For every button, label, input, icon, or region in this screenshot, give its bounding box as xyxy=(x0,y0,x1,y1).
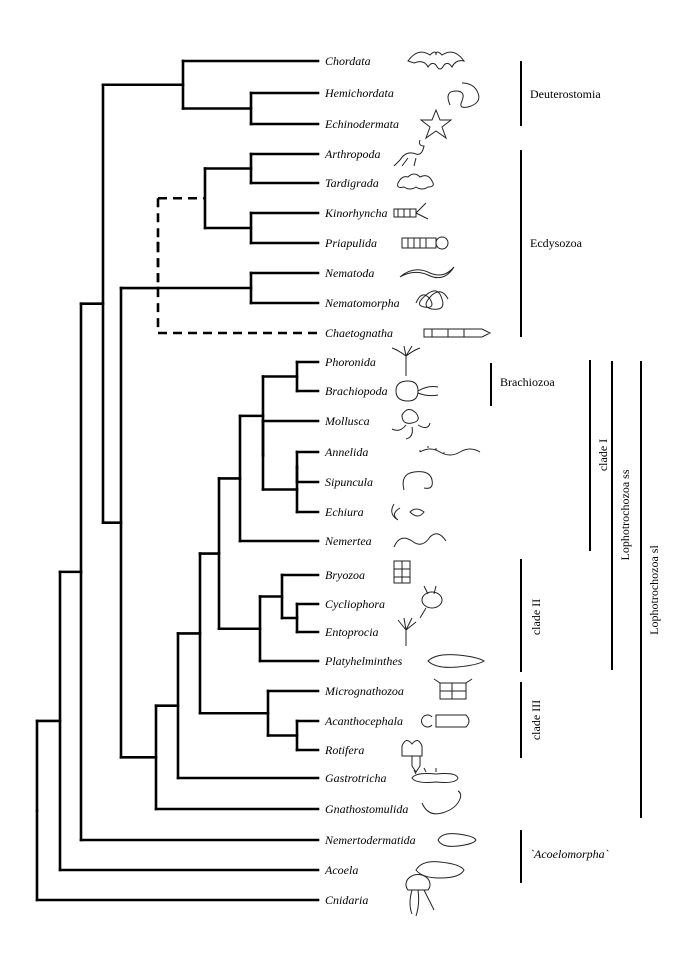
echiuran-icon xyxy=(391,503,425,521)
taxon-label-chordata: Chordata xyxy=(325,54,371,68)
clade-2-label: clade II xyxy=(529,599,543,635)
taxon-label-priapulida: Priapulida xyxy=(324,236,377,250)
arrow-worm-icon xyxy=(423,328,492,338)
group-labels: Deuterostomia Ecdysozoa Brachiozoa clade… xyxy=(500,87,661,861)
nematode-icon xyxy=(399,266,455,279)
scorpion-icon xyxy=(393,139,425,167)
taxon-label-arthropoda: Arthropoda xyxy=(324,147,381,161)
taxon-label-acanthocephala: Acanthocephala xyxy=(324,714,403,728)
acoel-icon xyxy=(415,861,465,879)
flatworm-icon xyxy=(427,654,485,668)
ecdysozoa-label: Ecdysozoa xyxy=(530,236,583,250)
taxon-label-hemichordata: Hemichordata xyxy=(324,86,394,100)
taxon-label-gnathostomulida: Gnathostomulida xyxy=(325,802,408,816)
horsehair-worm-icon xyxy=(415,290,449,310)
taxon-label-bryozoa: Bryozoa xyxy=(325,568,365,582)
clade-1-label: clade I xyxy=(596,439,610,471)
acorn-worm-icon xyxy=(447,82,480,108)
deuterostomia-label: Deuterostomia xyxy=(530,87,601,101)
taxon-label-echiura: Echiura xyxy=(324,505,364,519)
brachiopod-icon xyxy=(395,380,439,402)
gastrotrich-icon xyxy=(411,767,459,783)
taxon-label-sipuncula: Sipuncula xyxy=(325,475,373,489)
taxon-label-entoprocia: Entoprocia xyxy=(324,625,379,639)
gnathostomulid-icon xyxy=(421,790,462,815)
cycliophoran-icon xyxy=(419,585,443,619)
kinorhynch-icon xyxy=(393,202,429,220)
clade-3-label: clade III xyxy=(529,700,543,740)
taxon-label-chaetognatha: Chaetognatha xyxy=(325,326,393,340)
bat-icon xyxy=(407,51,466,70)
ribbon-worm-icon xyxy=(393,533,447,548)
taxon-label-micrognathozoa: Micrognathozoa xyxy=(324,684,404,698)
taxon-label-nemertea: Nemertea xyxy=(324,534,372,548)
taxon-label-rotifera: Rotifera xyxy=(324,743,364,757)
jellyfish-icon xyxy=(405,873,435,917)
taxon-label-brachiopoda: Brachiopoda xyxy=(325,384,388,398)
micrognathozoan-icon xyxy=(433,678,473,700)
lophotrochozoa-sl-label: Lophotrochozoa sl xyxy=(647,545,661,635)
taxon-label-kinorhyncha: Kinorhyncha xyxy=(324,206,387,220)
taxon-label-echinodermata: Echinodermata xyxy=(324,117,399,131)
taxon-label-tardigrada: Tardigrada xyxy=(325,176,379,190)
annelid-worm-icon xyxy=(419,446,481,456)
taxon-label-cnidaria: Cnidaria xyxy=(325,893,368,907)
entoproct-icon xyxy=(397,617,417,646)
taxon-label-phoronida: Phoronida xyxy=(324,355,376,369)
phoronid-icon xyxy=(391,345,421,376)
priapulid-icon xyxy=(401,236,449,250)
taxon-label-gastrotricha: Gastrotricha xyxy=(325,771,387,785)
tree-branches xyxy=(35,59,320,902)
taxon-label-annelida: Annelida xyxy=(324,445,368,459)
rotifer-icon xyxy=(401,740,423,773)
taxon-label-platyhelminthes: Platyhelminthes xyxy=(324,654,403,668)
taxon-label-nemertodermatida: Nemertodermatida xyxy=(324,833,416,847)
bryozoan-icon xyxy=(393,560,411,584)
lophotrochozoa-ss-label: Lophotrochozoa ss xyxy=(618,469,632,560)
acoelomorpha-label: `Acoelomorpha` xyxy=(530,847,609,861)
brachiozoa-label: Brachiozoa xyxy=(500,375,555,389)
taxon-label-mollusca: Mollusca xyxy=(324,414,370,428)
organism-illustrations xyxy=(391,51,492,917)
tardigrade-icon xyxy=(397,173,434,190)
taxon-label-acoela: Acoela xyxy=(324,863,358,877)
octopus-icon xyxy=(391,409,431,440)
acanthocephalan-icon xyxy=(421,714,470,728)
group-brackets xyxy=(490,61,642,883)
starfish-icon xyxy=(419,108,453,140)
sipunculid-icon xyxy=(402,471,433,491)
taxon-label-cycliophora: Cycliophora xyxy=(325,597,385,611)
taxon-label-nematoda: Nematoda xyxy=(324,266,374,280)
taxon-label-nematomorpha: Nematomorpha xyxy=(324,296,400,310)
nemertodermatid-icon xyxy=(437,833,477,847)
taxon-labels: ChordataHemichordataEchinodermataArthrop… xyxy=(324,54,416,907)
